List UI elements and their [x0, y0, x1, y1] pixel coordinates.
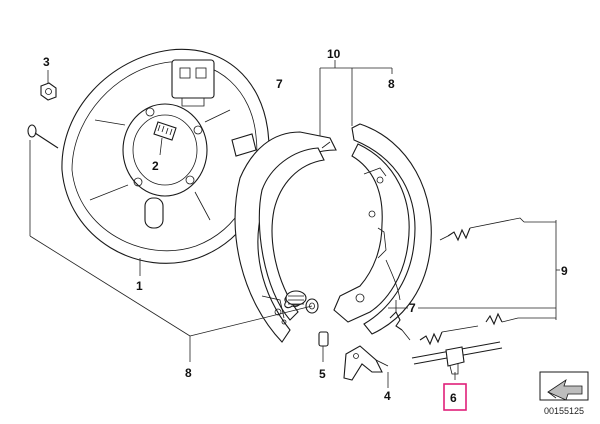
callout-part-8-bottom: 8 — [185, 366, 192, 380]
parking-lever — [343, 345, 389, 381]
callout-part-5: 5 — [319, 367, 326, 381]
adjuster-strut — [411, 341, 503, 375]
backing-plate — [61, 48, 270, 264]
callout-part-2: 2 — [152, 159, 159, 173]
callout-part-6: 6 — [450, 391, 457, 405]
callout-part-9: 9 — [561, 264, 568, 278]
navigation-arrow-icon — [539, 371, 589, 401]
callout-part-7-left: 7 — [276, 77, 283, 91]
leader-lines — [29, 60, 560, 388]
brake-shoe-right — [333, 123, 432, 335]
return-springs — [385, 217, 525, 346]
hex-nut — [40, 82, 57, 101]
callout-part-10: 10 — [327, 47, 341, 61]
callout-part-7-right: 7 — [409, 301, 416, 315]
callout-part-8-top: 8 — [388, 77, 395, 91]
wheel-stud — [153, 121, 177, 141]
callout-part-1: 1 — [136, 279, 143, 293]
highlight-box — [443, 383, 467, 411]
locating-pin — [318, 331, 329, 347]
callout-part-4: 4 — [384, 389, 391, 403]
hold-down-pin — [27, 124, 59, 149]
brake-shoe-left — [234, 131, 337, 343]
drawing-number: 00155125 — [544, 406, 584, 416]
callout-part-3: 3 — [43, 55, 50, 69]
